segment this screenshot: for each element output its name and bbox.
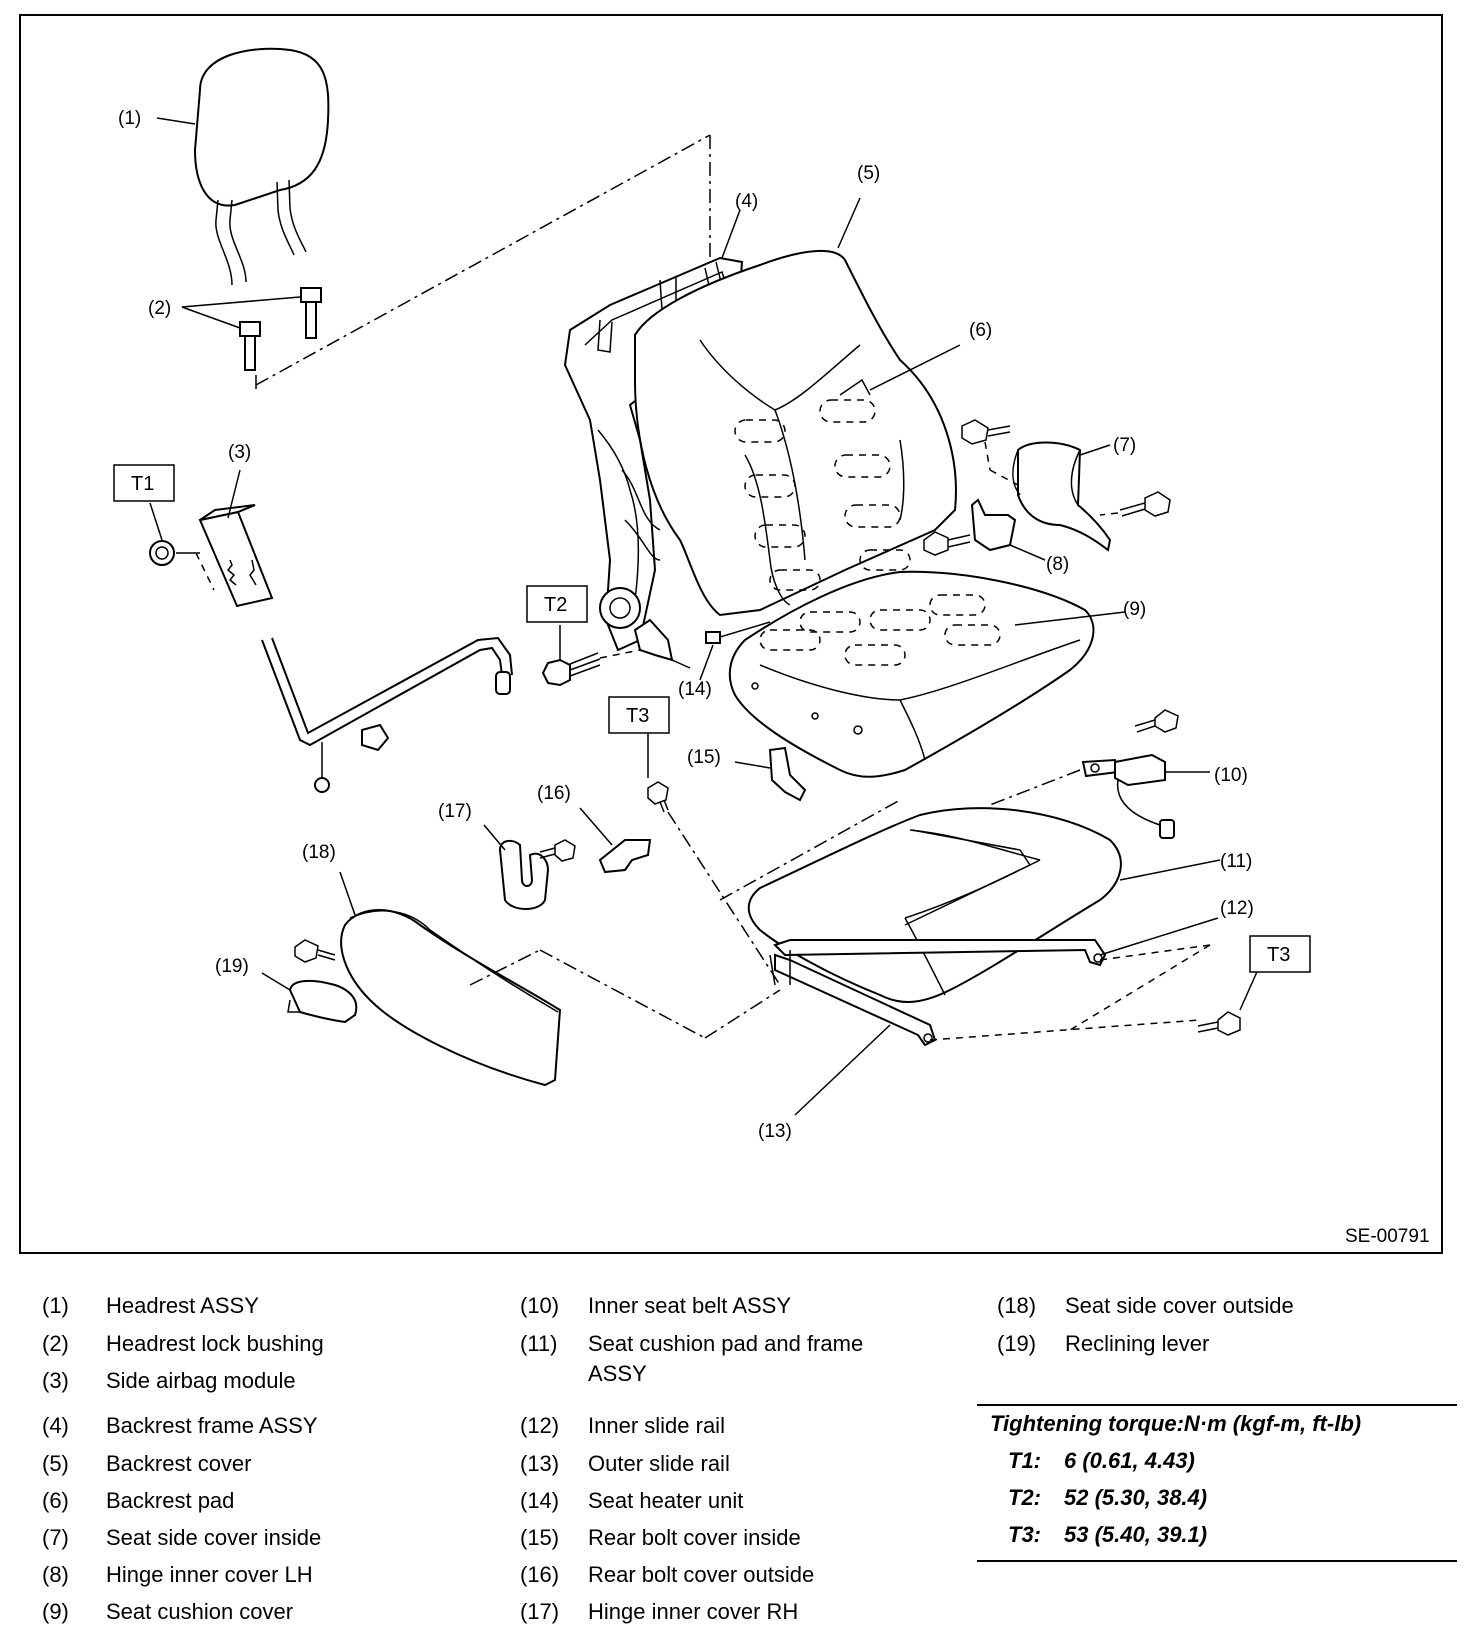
hinge-inner-cover-lh-part	[970, 498, 1017, 552]
legend-num: (2)	[42, 1331, 69, 1356]
callout-8: (8)	[1046, 554, 1069, 575]
svg-text:T2: T2	[544, 594, 567, 616]
legend-num: (11)	[520, 1331, 558, 1356]
legend-text: Seat heater unit	[588, 1488, 744, 1513]
reclining-lever-part	[287, 979, 358, 1024]
hinge-inner-cover-rh-part	[498, 839, 550, 910]
torque-tag-t2: T2	[526, 585, 588, 623]
callout-14: (14)	[678, 679, 712, 700]
torque-id: T3:	[1008, 1522, 1041, 1547]
diagram-frame	[19, 14, 1443, 1254]
legend-num: (8)	[42, 1562, 69, 1587]
legend-text: Backrest pad	[106, 1488, 235, 1513]
torque-tag-t1: T1	[113, 464, 175, 502]
rear-bolt-cover-outside-part	[598, 839, 652, 874]
callout-12: (12)	[1220, 898, 1254, 919]
torque-tag-t3: T3	[1249, 935, 1311, 973]
torque-rule-top	[977, 1404, 1457, 1406]
legend-text: Inner seat belt ASSY	[588, 1293, 792, 1318]
legend-text: Hinge inner cover LH	[106, 1562, 313, 1587]
callout-16: (16)	[537, 783, 571, 804]
legend-num: (15)	[520, 1525, 560, 1550]
callout-1: (1)	[118, 108, 141, 129]
legend-text: Seat cushion pad and frame	[588, 1331, 864, 1356]
t2-bolt	[541, 649, 641, 687]
callout-5: (5)	[857, 163, 880, 184]
legend-text: Headrest lock bushing	[106, 1331, 324, 1356]
legend-num: (9)	[42, 1599, 69, 1624]
svg-text:T1: T1	[131, 473, 154, 495]
legend-text: Headrest ASSY	[106, 1293, 259, 1318]
legend-text: Seat cushion cover	[106, 1599, 294, 1624]
legend-text: Backrest cover	[106, 1451, 252, 1476]
legend-text: Side airbag module	[106, 1368, 296, 1393]
inner-seat-belt-part	[1081, 753, 1210, 839]
legend-num: (17)	[520, 1599, 560, 1624]
callout-4: (4)	[735, 191, 758, 212]
callout-13: (13)	[758, 1121, 792, 1142]
callout-19: (19)	[215, 956, 249, 977]
legend-num: (5)	[42, 1451, 69, 1476]
torque-id: T1:	[1008, 1448, 1041, 1473]
legend-text: Seat side cover inside	[106, 1525, 322, 1550]
callout-2: (2)	[148, 298, 171, 319]
legend-text: Seat side cover outside	[1065, 1293, 1294, 1318]
legend-text: Hinge inner cover RH	[588, 1599, 799, 1624]
headrest-part	[193, 47, 330, 286]
legend-num: (12)	[520, 1413, 560, 1438]
legend-text: Backrest frame ASSY	[106, 1413, 318, 1438]
callout-18: (18)	[302, 842, 336, 863]
torque-id: T2:	[1008, 1485, 1041, 1510]
seat-cushion-cover-part	[728, 570, 1095, 778]
seat-side-cover-inside-part	[1012, 441, 1112, 552]
legend-num: (18)	[997, 1293, 1037, 1318]
backrest-pad-part	[734, 378, 911, 591]
seat-side-cover-outside-part	[340, 909, 562, 1087]
legend-num: (1)	[42, 1293, 69, 1318]
svg-text:T3: T3	[626, 705, 649, 727]
callout-6: (6)	[969, 320, 992, 341]
torque-rule-bottom	[977, 1560, 1457, 1562]
figure-code: SE-00791	[1345, 1226, 1430, 1247]
side-airbag-part	[198, 504, 274, 608]
svg-text:T3: T3	[1267, 944, 1290, 966]
legend-num: (10)	[520, 1293, 560, 1318]
torque-value: 6 (0.61, 4.43)	[1064, 1448, 1195, 1473]
callout-15: (15)	[687, 747, 721, 768]
backrest-cover-part	[634, 249, 957, 617]
legend-text: Rear bolt cover outside	[588, 1562, 815, 1587]
torque-value: 52 (5.30, 38.4)	[1064, 1485, 1208, 1510]
callout-9: (9)	[1123, 599, 1146, 620]
legend-num: (16)	[520, 1562, 560, 1587]
legend-text: Outer slide rail	[588, 1451, 730, 1476]
torque-heading: Tightening torque:N·m (kgf-m, ft-lb)	[990, 1411, 1362, 1436]
headrest-lock-bushing-part	[239, 287, 322, 371]
legend-num: (13)	[520, 1451, 560, 1476]
legend-num: (14)	[520, 1488, 560, 1513]
slide-rails-part	[769, 939, 1107, 1047]
legend-text: Inner slide rail	[588, 1413, 725, 1438]
callout-3: (3)	[228, 442, 251, 463]
legend-num: (19)	[997, 1331, 1037, 1356]
callout-7: (7)	[1113, 435, 1136, 456]
legend-text: Rear bolt cover inside	[588, 1525, 801, 1550]
legend-text: ASSY	[588, 1361, 647, 1386]
legend-num: (3)	[42, 1368, 69, 1393]
legend-num: (6)	[42, 1488, 69, 1513]
rear-bolt-cover-inside-part	[768, 746, 807, 802]
torque-value: 53 (5.40, 39.1)	[1064, 1522, 1208, 1547]
callout-10: (10)	[1214, 765, 1248, 786]
callout-17: (17)	[438, 801, 472, 822]
callout-11: (11)	[1220, 851, 1252, 872]
torque-tag-t3: T3	[608, 696, 670, 734]
legend-num: (7)	[42, 1525, 69, 1550]
legend-text: Reclining lever	[1065, 1331, 1210, 1356]
legend-num: (4)	[42, 1413, 69, 1438]
